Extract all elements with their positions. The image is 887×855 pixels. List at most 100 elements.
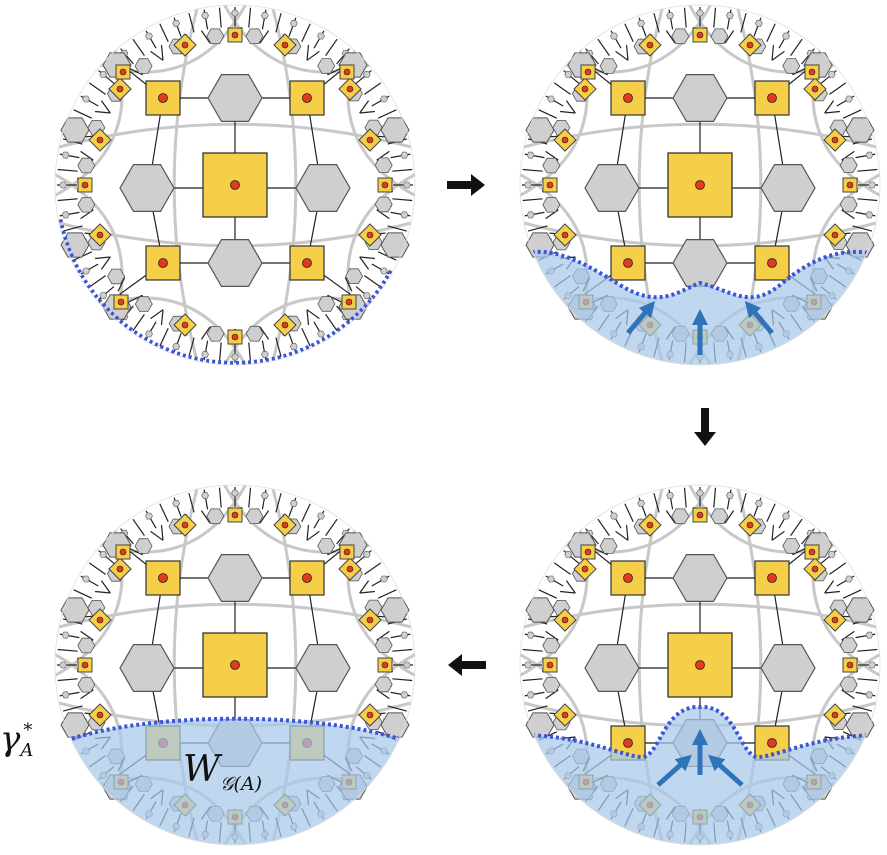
small-hexagon	[245, 325, 264, 342]
boundary-leg	[538, 589, 558, 599]
large-hexagon	[207, 73, 263, 123]
tiny-hexagon	[61, 631, 70, 639]
red-dot	[561, 616, 569, 624]
tiny-hexagon	[201, 492, 209, 499]
red-dot	[584, 548, 592, 556]
tiny-hexagon	[403, 661, 411, 669]
hexagon	[380, 232, 410, 258]
red-dot	[181, 321, 189, 329]
large-hexagon	[584, 164, 640, 212]
boundary-leg	[57, 168, 78, 172]
tiny-hexagon	[317, 330, 325, 338]
boundary-leg	[218, 7, 222, 28]
red-dot	[116, 85, 124, 93]
tiny-hexagon	[201, 12, 209, 19]
red-dot	[767, 738, 777, 748]
boundary-leg	[527, 705, 548, 712]
tiny-hexagon	[145, 512, 153, 520]
tiny-hexagon	[865, 151, 874, 159]
red-dot	[846, 181, 854, 189]
tiny-hexagon	[317, 512, 325, 520]
hexagon	[845, 712, 875, 738]
tiny-hexagon	[59, 661, 67, 669]
red-dot	[646, 521, 654, 529]
tiny-hexagon	[99, 551, 108, 558]
tiny-hexagon	[317, 32, 325, 40]
cut-line-boundary	[58, 217, 393, 365]
tiny-hexagon	[59, 181, 67, 189]
boundary-leg	[790, 38, 803, 56]
tiny-hexagon	[726, 12, 734, 19]
red-dot	[96, 136, 104, 144]
panel-bottom-left	[54, 484, 416, 846]
boundary-leg	[615, 530, 629, 541]
tiny-hexagon	[61, 691, 70, 699]
red-dot	[281, 41, 289, 49]
boundary-leg	[653, 492, 660, 513]
tiny-hexagon	[400, 211, 409, 219]
boundary-leg	[852, 705, 873, 712]
tiny-hexagon	[524, 661, 532, 669]
small-hexagon	[134, 538, 153, 554]
boundary-leg	[275, 12, 282, 33]
tiny-hexagon	[524, 181, 532, 189]
red-dot	[96, 231, 104, 239]
red-dot	[231, 31, 239, 39]
boundary-leg	[359, 110, 375, 114]
cut-line	[520, 249, 880, 300]
hexagon	[60, 117, 90, 143]
boundary-leg	[538, 109, 558, 119]
hexagon	[525, 117, 555, 143]
boundary-leg	[57, 198, 78, 202]
push-arrow	[744, 300, 774, 335]
panel-bottom-right	[519, 484, 881, 846]
boundary-leg	[829, 562, 847, 575]
tiny-hexagon	[547, 95, 555, 103]
large-hexagon	[760, 164, 816, 212]
red-dot	[846, 661, 854, 669]
boundary-leg	[200, 326, 211, 340]
boundary-leg	[392, 168, 413, 172]
small-hexagon	[77, 157, 96, 174]
boundary-leg	[615, 50, 629, 61]
boundary-leg	[387, 225, 408, 232]
boundary-leg	[218, 342, 222, 363]
boundary-leg	[306, 309, 320, 320]
boundary-leg	[132, 38, 145, 56]
hexagon	[60, 597, 90, 623]
boundary-leg	[771, 525, 775, 541]
red-dot	[181, 521, 189, 529]
red-dot	[808, 548, 816, 556]
small-hexagon	[710, 508, 729, 524]
boundary-leg	[88, 82, 106, 95]
small-hexagon	[206, 28, 225, 45]
boundary-leg	[771, 530, 785, 541]
boundary-leg	[150, 309, 164, 320]
small-hexagon	[134, 58, 153, 74]
boundary-leg	[160, 525, 164, 541]
boundary-leg	[824, 110, 840, 114]
boundary-leg	[565, 580, 576, 594]
red-dot	[581, 565, 589, 573]
tiny-hexagon	[400, 151, 409, 159]
push-arrow	[656, 754, 692, 787]
tiny-hexagon	[868, 181, 876, 189]
tiny-hexagon	[172, 499, 181, 507]
flow-arrow-down	[694, 408, 716, 446]
tiny-hexagon	[201, 351, 209, 358]
large-hexagon	[295, 164, 351, 212]
tiny-hexagon	[865, 211, 874, 219]
tiny-hexagon	[865, 691, 874, 699]
boundary-leg	[553, 562, 571, 575]
tiny-hexagon	[666, 12, 674, 19]
cut-line	[55, 716, 415, 747]
boundary-leg	[624, 503, 634, 523]
tiny-hexagon	[99, 71, 108, 78]
boundary-leg	[522, 648, 543, 652]
red-dot	[119, 548, 127, 556]
tiny-hexagon	[666, 492, 674, 499]
tiny-hexagon	[172, 343, 181, 351]
red-dot	[695, 660, 705, 670]
tiny-hexagon	[610, 512, 618, 520]
boundary-leg	[625, 45, 629, 61]
